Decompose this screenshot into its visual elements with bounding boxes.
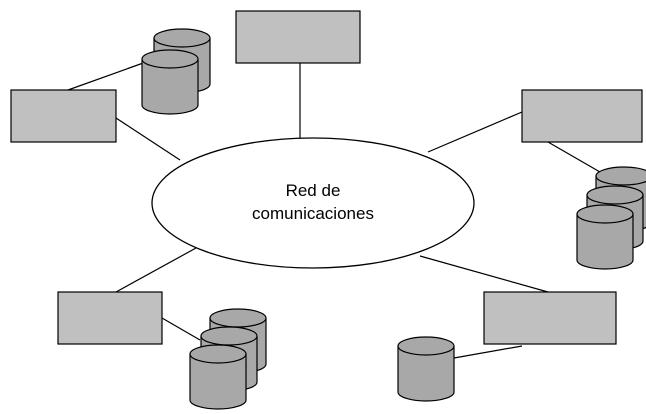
- link-upper-left-node: [115, 117, 181, 161]
- link-lower-left-storage: [161, 317, 201, 341]
- node-lower-right: [483, 291, 617, 345]
- communications-network: Red de comunicaciones: [151, 137, 475, 269]
- storage-upper-left: [141, 28, 211, 115]
- database-disk-icon: [189, 344, 247, 410]
- link-upper-right-storage: [547, 141, 601, 173]
- link-lower-right-storage: [453, 345, 523, 359]
- network-ellipse: [151, 137, 475, 269]
- link-upper-right-node: [427, 111, 523, 153]
- node-upper-left: [10, 89, 117, 143]
- connection-lines: [67, 61, 601, 359]
- network-label-line1: Red de: [286, 181, 341, 200]
- database-disk-icon: [576, 204, 634, 270]
- node-lower-left: [57, 291, 163, 345]
- storage-upper-right: [576, 166, 646, 270]
- storage-lower-right: [397, 336, 455, 402]
- database-disk-icon: [141, 49, 199, 115]
- link-lower-right-node: [419, 255, 549, 293]
- storage-lower-left: [189, 308, 267, 410]
- link-lower-left-node: [115, 247, 197, 293]
- node-upper-right: [521, 89, 643, 143]
- database-disk-icon: [397, 336, 455, 402]
- link-upper-left-storage: [67, 61, 147, 91]
- node-top: [235, 10, 361, 64]
- computer-nodes: [10, 10, 643, 345]
- network-label-line2: comunicaciones: [252, 204, 374, 223]
